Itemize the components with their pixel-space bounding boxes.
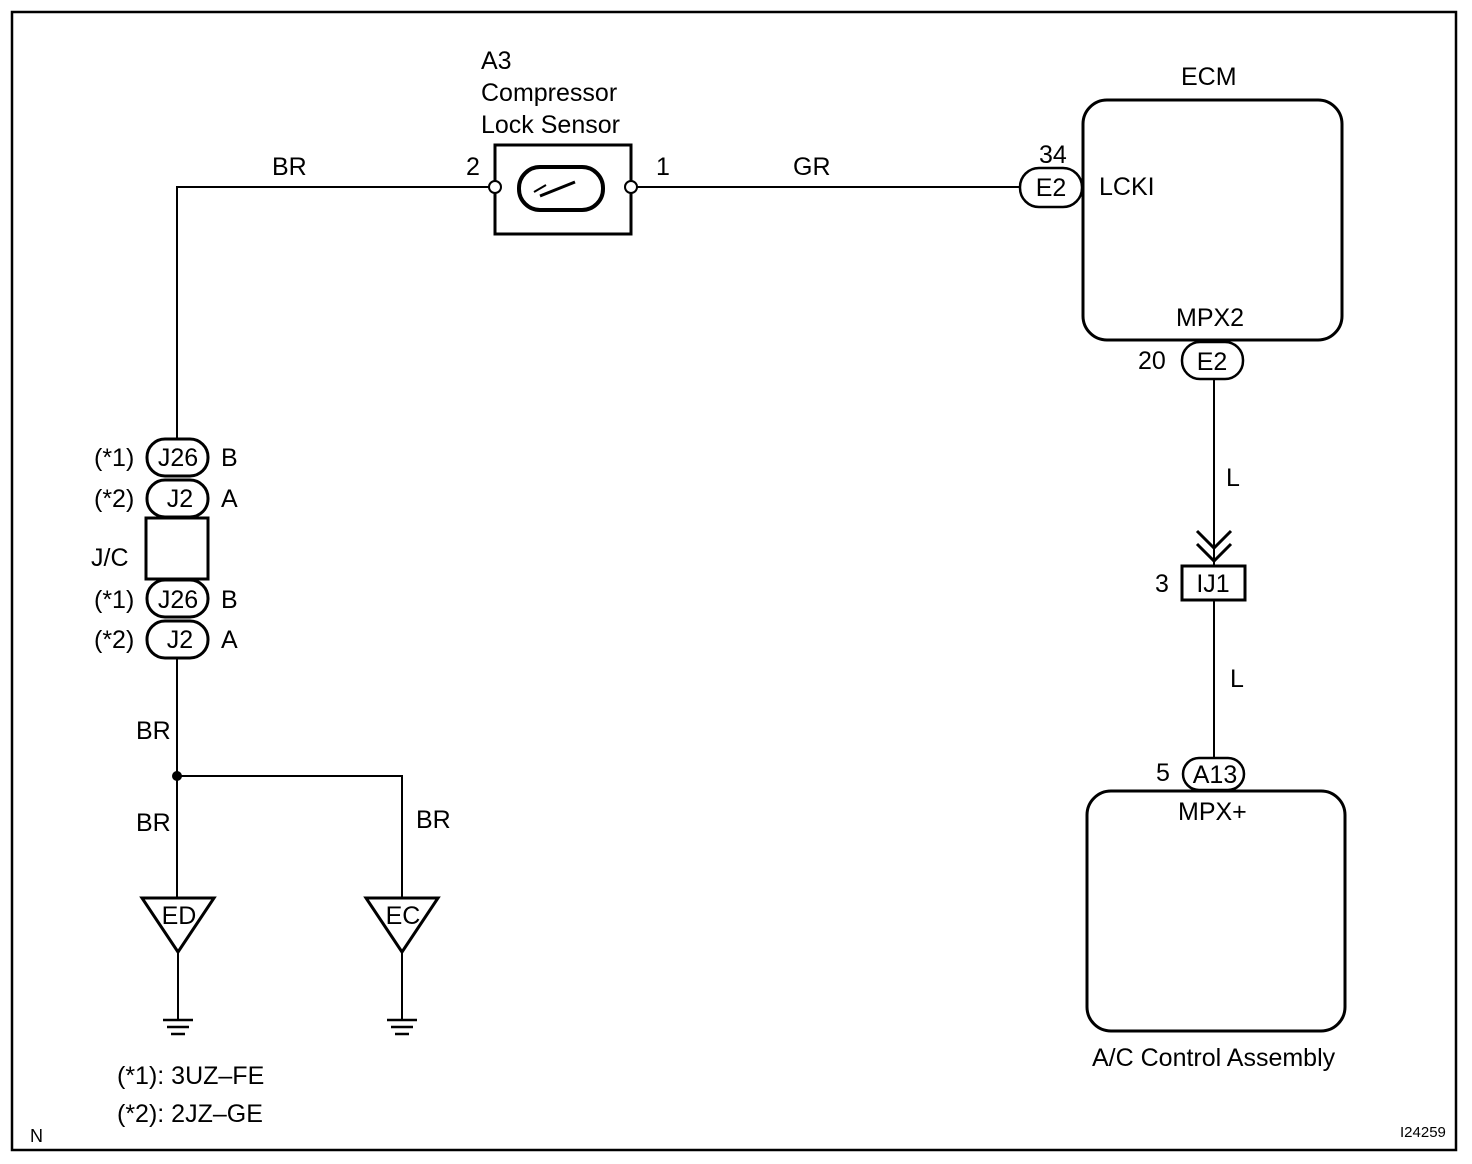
ecm-lcki-connector [1018, 166, 1084, 209]
ac-control-box [1085, 789, 1347, 1033]
diagram-frame [10, 10, 1458, 1152]
footnote-1: (*1): 3UZ–FE [117, 1062, 264, 1090]
footnote-2: (*2): 2JZ–GE [117, 1100, 263, 1128]
ecm-mpx2-connector [1180, 340, 1245, 381]
ground-ed: ED [139, 896, 217, 1036]
jc-connector-row4 [145, 619, 210, 660]
ecm-lcki-label: LCKI [1099, 173, 1155, 201]
ac-connector-label: A13 [1193, 761, 1237, 789]
wire-label-br-ed: BR [136, 809, 171, 837]
ecm-lcki-connector-label: E2 [1036, 174, 1067, 202]
ecm-lcki-pin: 34 [1039, 141, 1067, 169]
junction-ij1: IJ1 3 [1155, 564, 1247, 602]
ground-ec-label: EC [386, 902, 421, 930]
ecm-box [1081, 98, 1344, 342]
jc-row1-note: (*1) [94, 444, 134, 472]
jc-row3-note: (*1) [94, 586, 134, 614]
wire-label-br-jc: BR [136, 717, 171, 745]
sensor-pin-2-terminal [488, 180, 502, 194]
sensor-pin-1-terminal [624, 180, 638, 194]
jc-row3-pin: B [221, 586, 238, 614]
jc-box [144, 516, 210, 581]
wire-label-gr: GR [793, 153, 831, 181]
jc-row2-pin: A [221, 485, 238, 513]
ij1-label: IJ1 [1196, 570, 1229, 598]
jc-row1-pin: B [221, 444, 238, 472]
connector-arrow-icon [1195, 529, 1233, 551]
jc-connector-row3 [145, 578, 210, 619]
ground-ed-triangle-icon [139, 896, 217, 955]
compressor-lock-sensor: A3 Compressor Lock Sensor 2 1 [466, 47, 670, 236]
ac-pin: 5 [1156, 759, 1170, 787]
jc-row4-connector: J2 [167, 626, 193, 654]
sensor-ref: A3 [481, 47, 512, 75]
jc-row4-pin: A [221, 626, 238, 654]
jc-connector-row1 [145, 437, 210, 478]
sensor-pin-left: 2 [466, 153, 480, 181]
wire-label-br-ec: BR [416, 806, 451, 834]
ij1-box [1180, 564, 1247, 602]
ground-symbol-icon-2 [387, 1018, 417, 1036]
jc-label: J/C [91, 544, 129, 572]
ij1-pin: 3 [1155, 570, 1169, 598]
jc-row2-connector: J2 [167, 485, 193, 513]
wires: BR GR L L BR BR BR [136, 153, 1244, 898]
jc-row1-connector: J26 [158, 444, 198, 472]
ac-caption: A/C Control Assembly [1092, 1044, 1336, 1072]
ecm-mpx2-connector-label: E2 [1197, 348, 1228, 376]
sensor-pin-right: 1 [656, 153, 670, 181]
wire-br-branch [177, 775, 403, 898]
sensor-switch-mark [539, 180, 576, 198]
ground-symbol-icon [163, 1018, 193, 1036]
wire-label-br-top: BR [272, 153, 307, 181]
ground-ec-triangle-icon [363, 896, 441, 955]
sensor-name-line1: Compressor [481, 79, 617, 107]
wire-br-top [176, 186, 489, 438]
splice-point [172, 771, 182, 781]
corner-letter: N [30, 1126, 43, 1146]
jc-row4-note: (*2) [94, 626, 134, 654]
ecm-title: ECM [1181, 63, 1237, 91]
wire-label-l-upper: L [1226, 464, 1240, 492]
ecm-unit: ECM E2 34 LCKI MPX2 E2 20 [1018, 63, 1344, 381]
ecm-mpx2-pin: 20 [1138, 347, 1166, 375]
sensor-name-line2: Lock Sensor [481, 111, 620, 139]
jc-row3-connector: J26 [158, 586, 198, 614]
junction-connector: J26 (*1) B J2 (*2) A J/C J26 (*1) B J2 (… [91, 437, 238, 660]
ac-control-assembly: A13 5 MPX+ A/C Control Assembly [1085, 756, 1347, 1072]
connector-arrow-icon-2 [1195, 542, 1233, 564]
ground-ec: EC [363, 896, 441, 1036]
wire-label-l-lower: L [1230, 665, 1244, 693]
jc-row2-note: (*2) [94, 485, 134, 513]
figure-code: I24259 [1400, 1124, 1446, 1141]
ecm-mpx2-label: MPX2 [1176, 304, 1244, 332]
ac-terminal-label: MPX+ [1178, 798, 1247, 826]
ground-ed-label: ED [162, 902, 197, 930]
